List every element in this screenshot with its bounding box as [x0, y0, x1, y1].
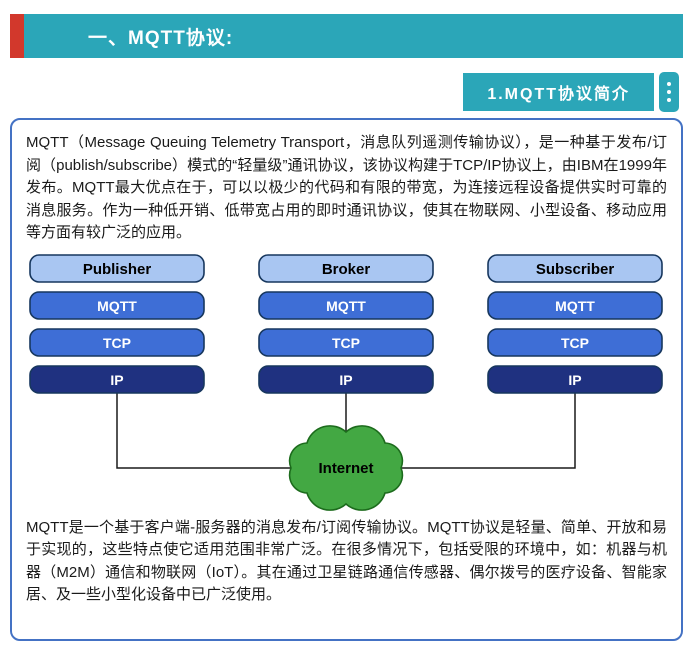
publisher-ip-label: IP: [110, 372, 123, 388]
publisher-box: [29, 253, 205, 283]
content-card: MQTT（Message Queuing Telemetry Transport…: [10, 118, 683, 641]
broker-mqtt-label: MQTT: [326, 298, 366, 314]
broker-tcp-label: TCP: [332, 335, 360, 351]
section-tab[interactable]: 1.MQTT协议简介: [463, 73, 654, 111]
internet-cloud: [288, 424, 404, 511]
kebab-menu-icon: [667, 82, 671, 102]
broker-label: Broker: [322, 261, 371, 278]
connector-line-right: [401, 392, 576, 469]
broker-tcp-layer: [258, 327, 434, 357]
broker-box: [258, 253, 434, 283]
subscriber-mqtt-layer: [487, 290, 663, 320]
title-banner: 一、MQTT协议:: [10, 14, 683, 58]
publisher-mqtt-layer: [29, 290, 205, 320]
broker-ip-layer: [258, 364, 434, 394]
banner-accent: [10, 14, 24, 58]
publisher-tcp-label: TCP: [103, 335, 131, 351]
subscriber-tcp-layer: [487, 327, 663, 357]
publisher-label: Publisher: [83, 261, 152, 278]
summary-paragraph: MQTT是一个基于客户端-服务器的消息发布/订阅传输协议。MQTT协议是轻量、简…: [26, 518, 667, 604]
publisher-tcp-layer: [29, 327, 205, 357]
mqtt-architecture-diagram: Publisher MQTT TCP IP Broker MQTT TCP IP…: [29, 253, 663, 511]
subscriber-ip-layer: [487, 364, 663, 394]
section-tab-row: 1.MQTT协议简介: [463, 72, 679, 112]
more-options-button[interactable]: [659, 72, 679, 112]
subscriber-mqtt-label: MQTT: [555, 298, 595, 314]
broker-ip-label: IP: [339, 372, 352, 388]
subscriber-tcp-label: TCP: [561, 335, 589, 351]
subscriber-ip-label: IP: [568, 372, 581, 388]
banner-bar: 一、MQTT协议:: [24, 14, 683, 58]
subscriber-label: Subscriber: [536, 261, 615, 278]
publisher-ip-layer: [29, 364, 205, 394]
subscriber-box: [487, 253, 663, 283]
page-title: 一、MQTT协议:: [88, 27, 234, 49]
broker-mqtt-layer: [258, 290, 434, 320]
intro-paragraph: MQTT（Message Queuing Telemetry Transport…: [26, 134, 667, 241]
publisher-mqtt-label: MQTT: [97, 298, 137, 314]
connector-line-left: [116, 392, 291, 469]
internet-cloud-label: Internet: [318, 460, 373, 477]
